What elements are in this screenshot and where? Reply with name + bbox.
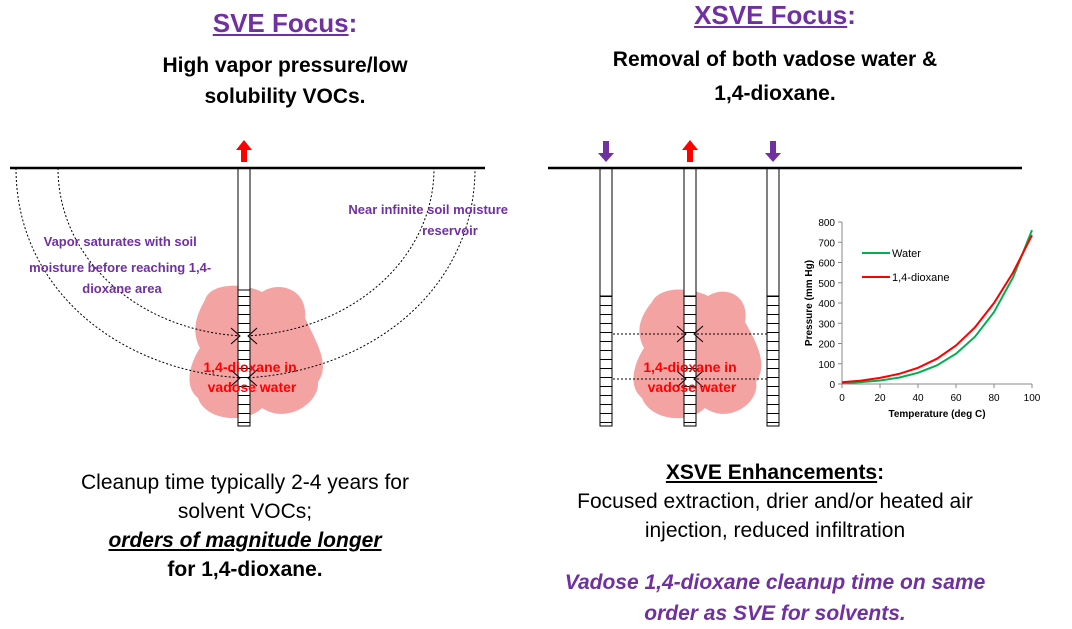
left-heading-colon: :	[348, 8, 358, 38]
left-cleanup-line3: orders of magnitude longer	[108, 529, 382, 552]
right-enh-line2: injection, reduced infiltration	[644, 519, 906, 542]
chart-legend-label: 1,4-dioxane	[892, 272, 950, 284]
chart-y-tick-label: 300	[818, 319, 835, 330]
right-subtitle-line1: Removal of both vadose water &	[612, 48, 938, 71]
chart-x-tick-label: 20	[874, 393, 886, 404]
left-cleanup-line1: Cleanup time typically 2-4 years for	[81, 471, 409, 494]
right-subtitle-line2: 1,4-dioxane.	[714, 82, 836, 105]
right-heading-term: XSVE Focus	[694, 0, 848, 30]
left-extraction-arrow-icon	[236, 140, 252, 162]
left-subtitle-line2: solubility VOCs.	[204, 85, 366, 108]
chart-y-tick-label: 700	[818, 238, 835, 249]
chart-y-tick-label: 200	[818, 340, 835, 351]
chart-x-tick-label: 0	[839, 393, 845, 404]
right-extraction-arrow-icon	[682, 140, 698, 162]
chart-series-water-line	[841, 229, 1033, 385]
chart-x-tick-label: 100	[1024, 393, 1041, 404]
chart-x-tick-label: 40	[912, 393, 924, 404]
right-plume	[633, 289, 762, 419]
right-enh-colon: :	[877, 461, 885, 484]
right-injection-arrow-left-icon	[598, 141, 614, 162]
right-extraction-screen	[683, 295, 697, 427]
left-vapor-label: Vapor saturates with soil moisture befor…	[29, 234, 215, 296]
chart-y-tick-label: 100	[818, 360, 835, 371]
left-subtitle: High vapor pressure/low solubility VOCs.	[60, 50, 510, 112]
chart-y-tick-label: 800	[818, 218, 835, 229]
right-subtitle: Removal of both vadose water & 1,4-dioxa…	[530, 43, 1020, 111]
right-injection-screen-left	[599, 295, 613, 427]
chart-y-tick-label: 500	[818, 279, 835, 290]
chart-y-tick-label: 600	[818, 259, 835, 270]
right-enh-title: XSVE Enhancements	[665, 461, 878, 484]
left-reservoir-label: Near infinite soil moisture reservoir	[348, 202, 511, 238]
right-result-line2: order as SVE for solvents.	[644, 602, 906, 625]
chart-x-tick-label: 80	[988, 393, 1000, 404]
chart-series-dioxane-line	[841, 234, 1033, 384]
right-injection-screen-right	[766, 295, 780, 427]
chart-y-axis-title: Pressure (mm Hg)	[804, 260, 815, 346]
chart-legend-label: Water	[892, 248, 921, 260]
right-enh-line1: Focused extraction, drier and/or heated …	[577, 490, 973, 513]
right-heading: XSVE Focus:	[590, 0, 960, 31]
right-enhancements-text: XSVE Enhancements: Focused extraction, d…	[505, 458, 1045, 545]
chart-x-tick-label: 60	[950, 393, 962, 404]
right-diagram: 1,4-dioxane in vadose water	[548, 140, 1022, 427]
left-diagram: Vapor saturates with soil moisture befor…	[10, 140, 511, 427]
left-cleanup-text: Cleanup time typically 2-4 years for sol…	[20, 468, 470, 584]
right-heading-colon: :	[847, 0, 856, 30]
chart-x-axis-title: Temperature (deg C)	[888, 409, 985, 420]
left-flow-arrows	[230, 327, 258, 387]
right-plume-label: 1,4-dioxane in vadose water	[643, 359, 740, 395]
left-outer-arc	[15, 167, 476, 379]
vapor-pressure-chart: 0 100 200 300 400 500 600 700 800 0 20 40 60 80 100Tem…	[795, 210, 1072, 432]
left-well-screen	[237, 289, 251, 427]
left-cleanup-line2: solvent VOCs;	[177, 500, 313, 523]
left-subtitle-line1: High vapor pressure/low	[162, 54, 408, 77]
right-result-line1: Vadose 1,4-dioxane cleanup time on same	[564, 571, 986, 594]
chart-y-tick-label: 400	[818, 299, 835, 310]
left-heading: SVE Focus:	[100, 8, 470, 39]
left-plume	[189, 285, 323, 419]
right-result-text: Vadose 1,4-dioxane cleanup time on same …	[505, 567, 1045, 629]
left-cleanup-line4: for 1,4-dioxane.	[167, 558, 323, 581]
right-enh-title-row: XSVE Enhancements:	[505, 458, 1045, 487]
right-flow-arrows	[676, 325, 704, 388]
right-injection-arrow-right-icon	[765, 141, 781, 162]
left-plume-label: 1,4-dioxane in vadose water	[203, 359, 300, 395]
chart-y-tick-label: 0	[829, 380, 835, 391]
left-heading-term: SVE Focus	[212, 8, 349, 38]
